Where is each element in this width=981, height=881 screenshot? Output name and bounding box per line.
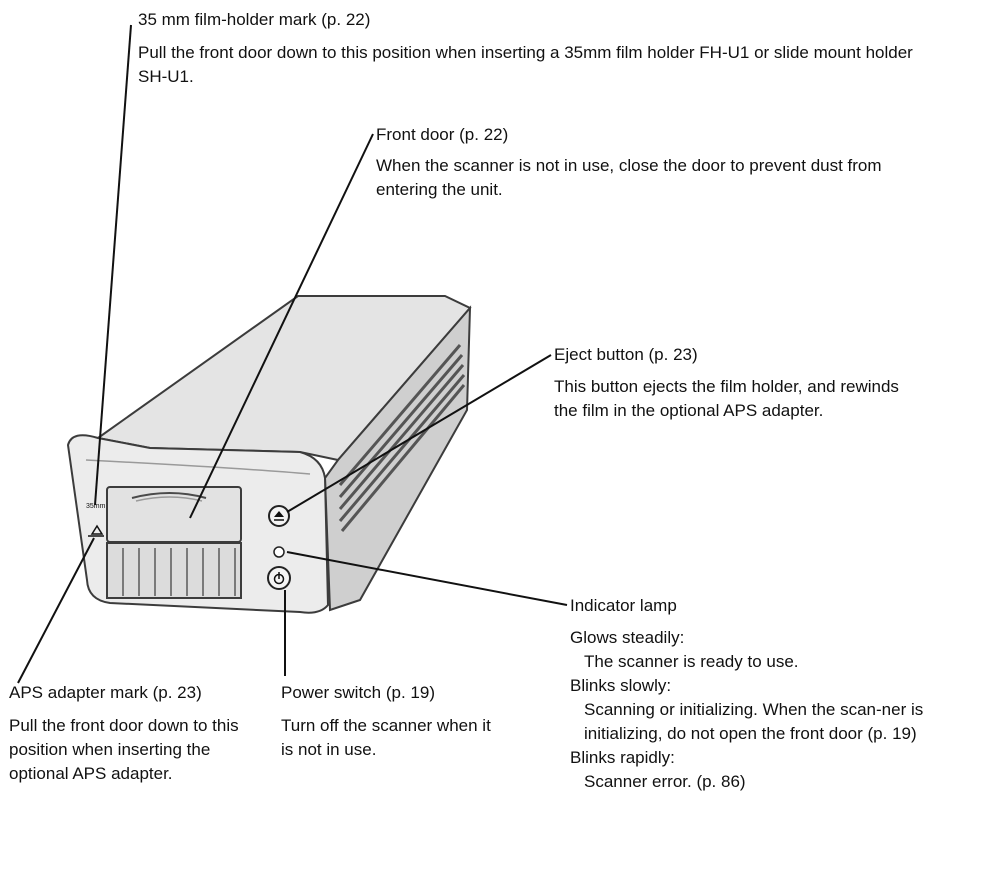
film-mark-desc: Pull the front door down to this positio… xyxy=(138,43,913,86)
indicator-lamp xyxy=(273,546,285,558)
power-title: Power switch (p. 19) xyxy=(281,683,435,702)
side-vents xyxy=(338,344,466,532)
leader-aps xyxy=(17,537,95,684)
aps-mark-icon xyxy=(88,524,104,537)
indicator-states: Glows steadily: The scanner is ready to … xyxy=(570,626,955,794)
indicator-state-text: Scanner error. (p. 86) xyxy=(584,772,746,791)
device-35mm-mark: 35mm xyxy=(86,503,106,510)
indicator-title: Indicator lamp xyxy=(570,596,677,615)
leader-front-door xyxy=(189,133,374,519)
aps-title: APS adapter mark (p. 23) xyxy=(9,683,202,702)
front-door-desc: When the scanner is not in use, close th… xyxy=(376,156,882,199)
front-door xyxy=(106,486,242,543)
indicator-state-label: Blinks slowly: xyxy=(570,676,672,695)
eject-button xyxy=(268,505,290,527)
front-door-title: Front door (p. 22) xyxy=(376,125,509,144)
scanner-side-face xyxy=(323,305,472,612)
indicator-state-text: The scanner is ready to use. xyxy=(584,652,799,671)
leader-film-mark xyxy=(94,24,132,506)
eject-title: Eject button (p. 23) xyxy=(554,345,698,364)
lower-door-panel xyxy=(106,542,242,599)
aps-desc: Pull the front door down to this positio… xyxy=(9,716,239,783)
leader-indicator xyxy=(286,551,568,606)
power-switch xyxy=(267,566,291,590)
eject-desc: This button ejects the film holder, and … xyxy=(554,377,899,420)
power-desc: Turn off the scanner when it is not in u… xyxy=(281,716,491,759)
indicator-state-label: Blinks rapidly: xyxy=(570,748,675,767)
indicator-state-text: Scanning or initializing. When the scan-… xyxy=(584,700,924,743)
indicator-state-label: Glows steadily: xyxy=(570,628,685,647)
film-mark-title: 35 mm film-holder mark (p. 22) xyxy=(138,10,371,29)
leader-eject xyxy=(286,354,552,513)
